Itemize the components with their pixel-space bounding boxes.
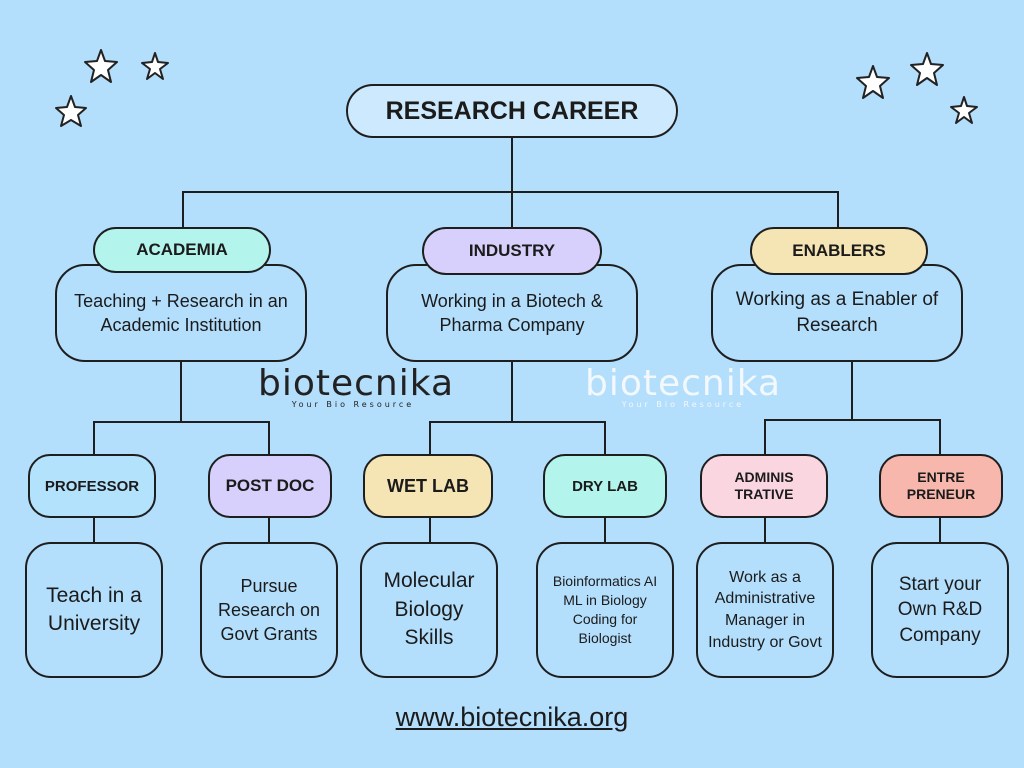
academia-label: ACADEMIA [93,227,271,273]
entrepreneur-label: ENTRE PRENEUR [879,454,1003,518]
watermark-name: biotecnika [258,363,455,404]
decorative-stars [55,49,978,127]
connector-lines [93,138,941,544]
post-doc-detail: Pursue Research on Govt Grants [200,542,338,678]
dry-lab-label: DRY LAB [543,454,667,518]
star-icon [950,96,978,124]
wet-lab-detail: Molecular Biology Skills [360,542,498,678]
star-icon [856,65,890,99]
website-url[interactable]: www.biotecnika.org [395,702,629,732]
watermark-tagline: Your Bio Resource [291,400,415,409]
post-doc-label: POST DOC [208,454,332,518]
star-icon [55,95,87,127]
professor-detail: Teach in a University [25,542,163,678]
star-icon [84,49,118,83]
research-career-title: RESEARCH CAREER [346,84,678,138]
administrative-label: ADMINIS TRATIVE [700,454,828,518]
biotecnika-watermark: biotecnika Your Bio Resource [258,363,455,410]
professor-label: PROFESSOR [28,454,156,518]
star-icon [910,52,944,86]
wet-lab-label: WET LAB [363,454,493,518]
industry-label: INDUSTRY [422,227,602,275]
administrative-detail: Work as a Administrative Manager in Indu… [696,542,834,678]
watermark-name: biotecnika [584,363,782,404]
entrepreneur-detail: Start your Own R&D Company [871,542,1009,678]
dry-lab-detail: Bioinformatics AI ML in Biology Coding f… [536,542,674,678]
biotecnika-watermark-light: biotecnika Your Bio Resource [578,363,788,410]
enablers-label: ENABLERS [750,227,928,275]
watermark-tagline: Your Bio Resource [621,400,745,409]
star-icon [141,52,169,80]
